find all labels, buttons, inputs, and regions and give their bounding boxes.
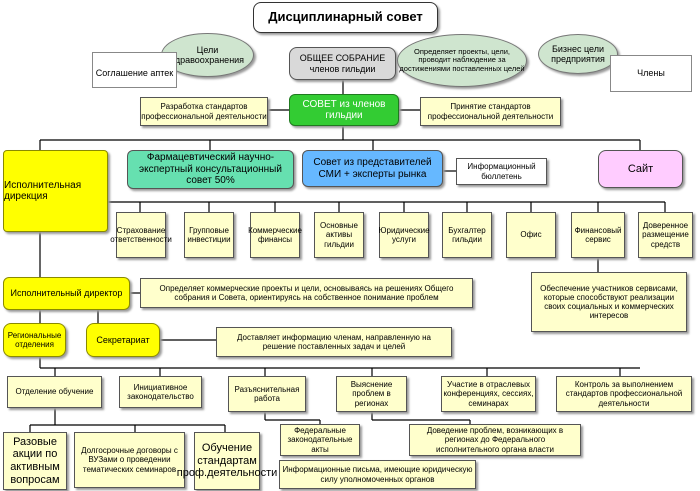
dept-explanatory-work: Разъяснительная работа: [228, 376, 306, 412]
service-trust-placement: Доверенное размещение средств: [638, 212, 693, 258]
meeting-note-oval: Определяет проекты, цели, проводит наблю…: [397, 34, 527, 87]
exec-directorate: Исполнительная дирекция: [3, 150, 108, 232]
dept-legislation: Инициативное законодательство: [119, 376, 202, 408]
secretariat-note: Доставляет информацию членам, направленн…: [216, 327, 452, 357]
council: СОВЕТ из членов гильдии: [289, 94, 399, 126]
dept-conferences: Участие в отраслевых конференциях, сесси…: [441, 376, 536, 412]
service-accountant: Бухгалтер гильдии: [442, 212, 492, 258]
service-group-investments: Групповые инвестиции: [184, 212, 234, 258]
info-letters: Информационные письма, имеющие юридическ…: [279, 460, 476, 489]
pharma-council: Фармацевтический научно-экспертный консу…: [127, 150, 294, 189]
service-financial: Финансовый сервис: [571, 212, 625, 258]
general-meeting: ОБЩЕЕ СОБРАНИЕ членов гильдии: [289, 47, 396, 80]
service-main-assets: Основные активы гильдии: [314, 212, 364, 258]
media-council: Совет из представителей СМИ + эксперты р…: [302, 150, 443, 187]
business-goals-oval: Бизнес цели предприятия: [538, 34, 618, 74]
dept-standards-control: Контроль за выполнением стандартов профе…: [556, 376, 692, 412]
federal-acts: Федеральные законодательные акты: [280, 424, 360, 456]
dev-standards: Разработка стандартов профессиональной д…: [140, 97, 268, 126]
service-office: Офис: [506, 212, 556, 258]
bulletin: Информационный бюллетень: [456, 158, 547, 185]
service-commercial-finance: Коммерческие финансы: [248, 212, 302, 258]
adopt-standards: Принятие стандартов профессиональной дея…: [420, 97, 561, 126]
exec-director: Исполнительный директор: [3, 277, 130, 310]
discount-actions: Разовые акции по активным вопросам: [3, 432, 67, 490]
service-legal: Юридические услуги: [378, 212, 430, 258]
exec-director-note: Определяет коммерческие проекты и цели, …: [140, 278, 473, 308]
dept-training: Отделение обучение: [7, 376, 102, 408]
bring-problems: Доведение проблем, возникающих в региона…: [409, 424, 581, 456]
dept-regional-problems: Выяснение проблем в регионах: [336, 376, 407, 412]
services-note: Обеспечение участников сервисами, которы…: [531, 272, 687, 332]
secretariat: Секретариат: [86, 323, 160, 357]
long-term-contracts: Долгосрочные договоры с ВУЗами о проведе…: [74, 432, 185, 488]
pharmacy-agreement: Соглашение аптек: [92, 52, 177, 88]
site: Сайт: [598, 150, 683, 188]
members: Члены: [610, 55, 692, 92]
disciplinary-council: Дисциплинарный совет: [253, 2, 438, 33]
regional-branches: Региональные отделения: [3, 323, 66, 357]
training-standards: Обучение стандартам проф.деятельности: [177, 432, 277, 490]
service-insurance: Страхование ответственности: [110, 212, 172, 258]
